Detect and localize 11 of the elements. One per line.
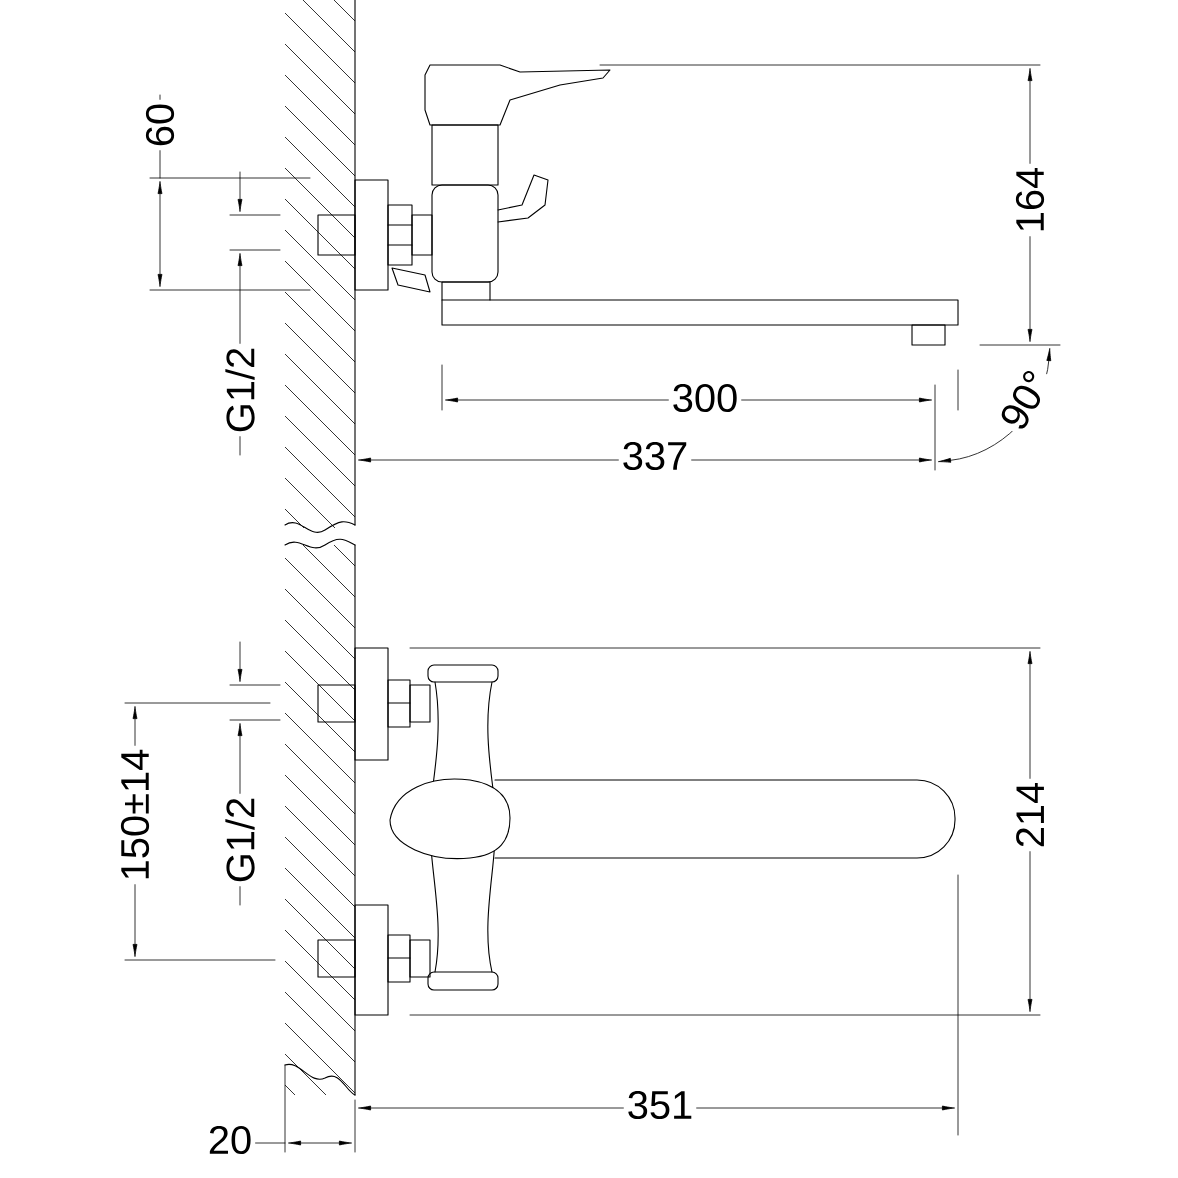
dimension-label: 20	[204, 1122, 256, 1158]
dimension-label: 351	[623, 1087, 697, 1123]
dimension-label: 90°	[993, 362, 1057, 438]
dimension-label: 150±14	[117, 745, 153, 885]
dimension-label: 300	[668, 380, 742, 416]
dimension-label: G1/2	[222, 343, 258, 437]
dimension-label: 164	[1012, 163, 1048, 237]
dimension-label: 60	[142, 99, 178, 151]
dimension-label: 214	[1013, 778, 1047, 852]
dimension-label: G1/2	[222, 793, 258, 887]
dimension-label: 337	[618, 438, 692, 474]
